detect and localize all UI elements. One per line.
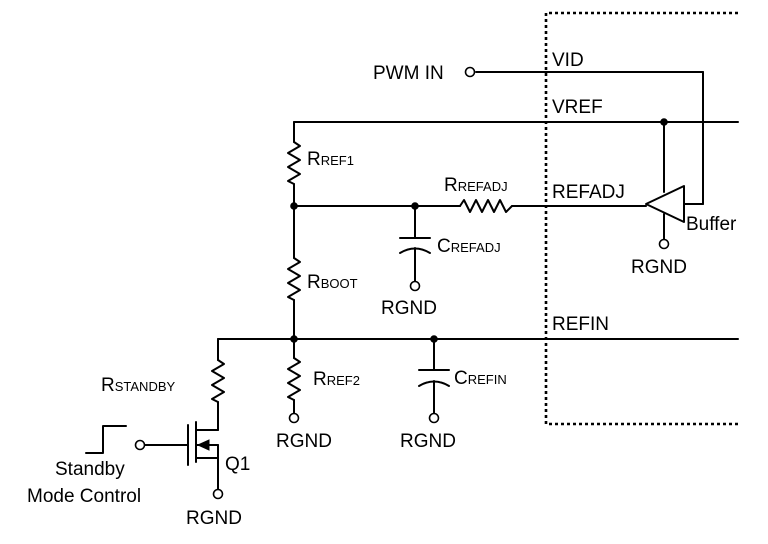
refadj-pin-label: REFADJ xyxy=(552,182,625,203)
rboot-label: RBOOT xyxy=(307,272,358,293)
crefin-gnd-terminal xyxy=(428,412,440,424)
step-pulse-icon xyxy=(85,425,127,454)
rref2-rgnd-label: RGND xyxy=(276,431,332,452)
rrefadj-resistor xyxy=(459,199,513,213)
buffer-symbol xyxy=(645,185,685,223)
q1-label: Q1 xyxy=(225,454,250,475)
buffer-label: Buffer xyxy=(686,214,737,235)
q1-transistor xyxy=(144,421,219,491)
vref-pin-label: VREF xyxy=(552,97,603,118)
crefadj-rgnd-label: RGND xyxy=(381,298,437,319)
q1-gnd-terminal xyxy=(212,488,224,500)
buffer-gnd-terminal xyxy=(658,238,670,250)
crefadj-label: CREFADJ xyxy=(437,236,501,257)
rref2-label: RREF2 xyxy=(313,369,360,390)
pwm-in-terminal xyxy=(464,66,476,78)
standby-control-terminal xyxy=(134,439,146,451)
vid-pin-label: VID xyxy=(552,50,584,71)
crefin-label: CREFIN xyxy=(454,368,507,389)
rref2-gnd-terminal xyxy=(288,412,300,424)
rstandby-resistor xyxy=(211,359,225,403)
ic-boundary xyxy=(544,11,738,426)
crefadj-gnd-terminal xyxy=(409,280,421,292)
rboot-resistor xyxy=(287,257,301,301)
refin-pin-label: REFIN xyxy=(552,314,609,335)
q1-rgnd-label: RGND xyxy=(186,508,242,529)
standby-label-line2: Mode Control xyxy=(27,486,141,507)
rrefadj-label: RREFADJ xyxy=(444,175,508,196)
rref1-resistor xyxy=(287,141,301,185)
crefin-rgnd-label: RGND xyxy=(400,431,456,452)
rref2-resistor xyxy=(287,357,301,401)
refadj-junction-left xyxy=(290,202,298,210)
rstandby-label: RSTANDBY xyxy=(101,375,175,396)
buffer-rgnd-label: RGND xyxy=(631,257,687,278)
pwm-in-label: PWM IN xyxy=(373,63,444,84)
rref1-label: RREF1 xyxy=(307,149,354,170)
standby-label-line1: Standby xyxy=(55,459,125,480)
